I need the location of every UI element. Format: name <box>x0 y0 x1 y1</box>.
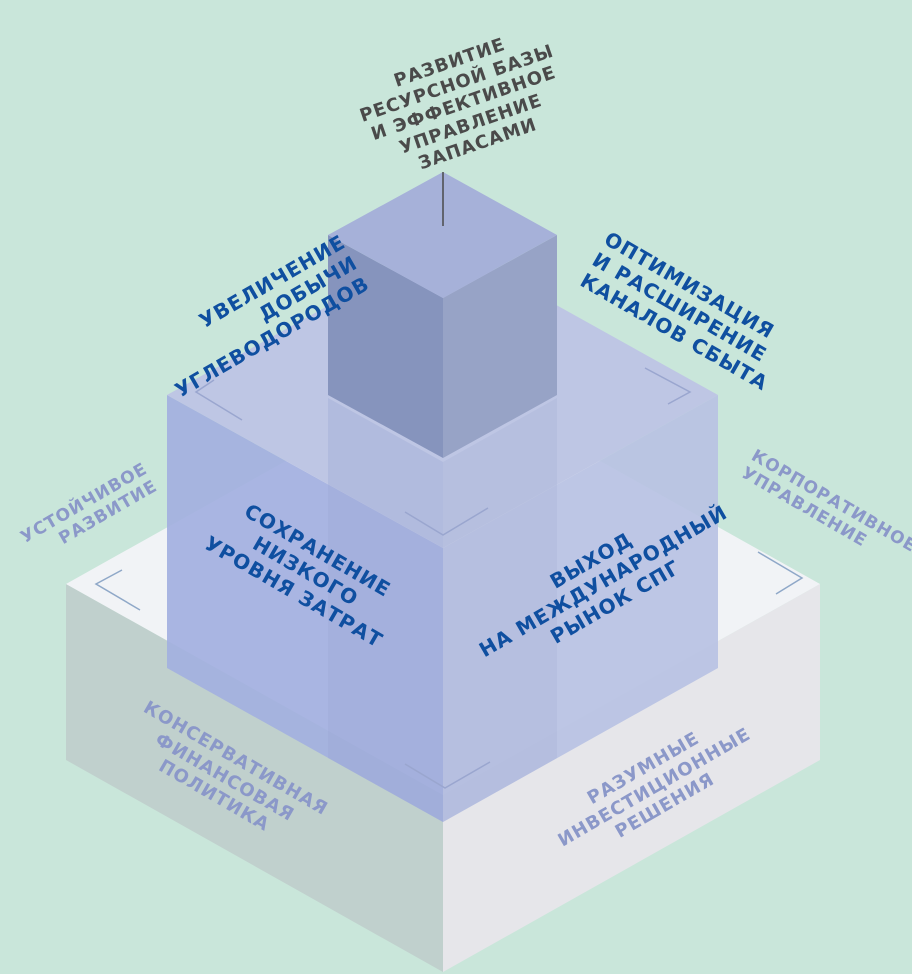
base-right-face <box>443 584 820 972</box>
arrow-middle-right-icon <box>644 367 692 405</box>
cube-right-face <box>443 235 557 458</box>
column-right <box>443 398 557 822</box>
base-left-face <box>66 584 443 972</box>
cube-left-face <box>328 235 443 458</box>
arrow-middle-left-icon <box>194 379 243 421</box>
arrow-base-left-icon <box>94 569 141 611</box>
cube-transparent-column <box>328 398 557 822</box>
top-cube <box>328 172 557 458</box>
arrow-middle-top-icon <box>404 507 489 536</box>
arrow-base-front-icon <box>404 761 491 789</box>
cube-top-face <box>328 172 557 298</box>
column-left <box>328 398 443 822</box>
flow-arrows <box>94 367 804 789</box>
middle-left-face <box>167 395 443 822</box>
arrow-base-right-icon <box>757 551 804 595</box>
middle-right-face <box>443 395 718 822</box>
